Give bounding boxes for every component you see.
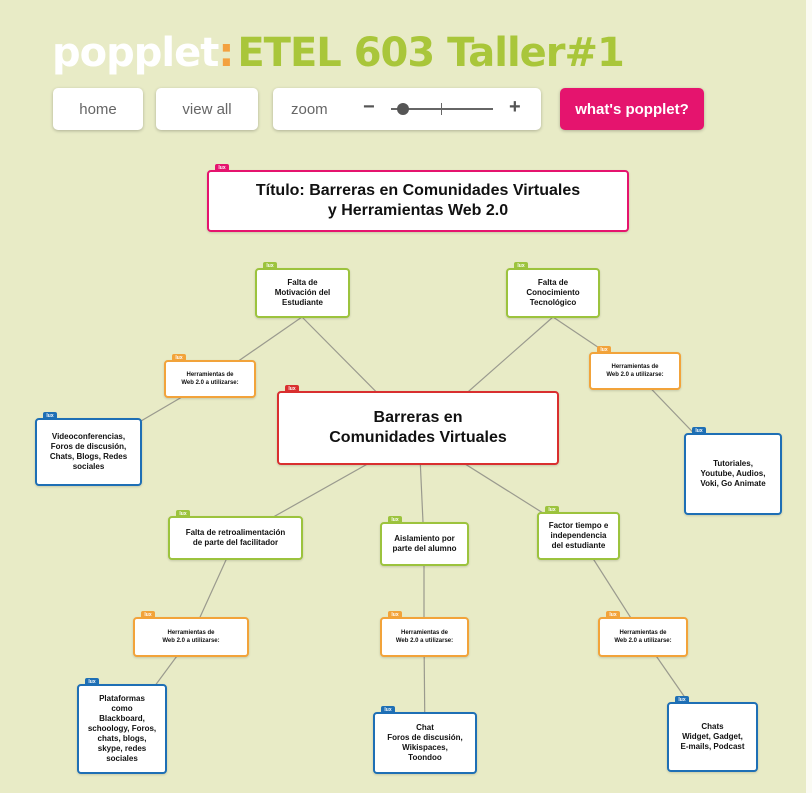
- popple-videoconferencias[interactable]: lux Videoconferencias, Foros de discusió…: [35, 412, 142, 486]
- popple-tag: lux: [176, 510, 190, 518]
- popple-text: Herramientas de Web 2.0 a utilizarse:: [162, 630, 220, 644]
- popple-text: Chats Widget, Gadget, E-mails, Podcast: [680, 722, 745, 751]
- popple-text: Falta de Conocimiento Tecnológico: [526, 278, 580, 307]
- board-title-bar: popplet:ETEL 603 Taller#1: [52, 30, 625, 76]
- popple-herramientas-3[interactable]: lux Herramientas de Web 2.0 a utilizarse…: [133, 611, 249, 657]
- view-all-button[interactable]: view all: [156, 88, 258, 130]
- popple-tag: lux: [172, 354, 186, 362]
- zoom-slider-tick: [441, 103, 442, 115]
- popple-tag: lux: [381, 706, 395, 714]
- popple-text: Videoconferencias, Foros de discusión, C…: [49, 432, 128, 471]
- popple-tag: lux: [388, 611, 402, 619]
- popple-tag: lux: [85, 678, 99, 686]
- popplet-logo[interactable]: popplet: [52, 30, 219, 76]
- popple-tag: lux: [675, 696, 689, 704]
- popple-text: Título: Barreras en Comunidades Virtuale…: [255, 182, 581, 219]
- popple-tag: lux: [514, 262, 528, 270]
- home-button[interactable]: home: [53, 88, 143, 130]
- popple-herramientas-5[interactable]: lux Herramientas de Web 2.0 a utilizarse…: [598, 611, 688, 657]
- popple-tag: lux: [597, 346, 611, 354]
- whats-popplet-button[interactable]: what's popplet?: [560, 88, 704, 130]
- popple-text: Tutoriales, Youtube, Audios, Voki, Go An…: [700, 459, 766, 488]
- title-popple[interactable]: lux Título: Barreras en Comunidades Virt…: [207, 164, 629, 232]
- popple-factor-tiempo[interactable]: lux Factor tiempo e independencia del es…: [537, 506, 620, 560]
- popple-falta-motivacion[interactable]: lux Falta de Motivación del Estudiante: [255, 262, 350, 318]
- popple-tag: lux: [43, 412, 57, 420]
- popple-text: Plataformas como Blackboard, schoology, …: [87, 694, 157, 763]
- popple-text: Aislamiento por parte del alumno: [392, 534, 457, 553]
- logo-colon: :: [218, 30, 234, 76]
- popple-text: Herramientas de Web 2.0 a utilizarse:: [181, 372, 239, 386]
- popple-text: Falta de Motivación del Estudiante: [274, 278, 331, 307]
- popple-chats-widget[interactable]: lux Chats Widget, Gadget, E-mails, Podca…: [667, 696, 758, 772]
- popple-tag: lux: [285, 385, 299, 393]
- zoom-label: zoom: [291, 100, 328, 118]
- popple-tag: lux: [692, 427, 706, 435]
- zoom-slider-track[interactable]: [391, 108, 493, 110]
- popple-text: Herramientas de Web 2.0 a utilizarse:: [614, 630, 672, 644]
- popple-herramientas-4[interactable]: lux Herramientas de Web 2.0 a utilizarse…: [380, 611, 469, 657]
- popple-chat-foros[interactable]: lux Chat Foros de discusión, Wikispaces,…: [373, 706, 477, 774]
- popple-tag: lux: [606, 611, 620, 619]
- popple-tutoriales[interactable]: lux Tutoriales, Youtube, Audios, Voki, G…: [684, 427, 782, 515]
- central-popple[interactable]: lux Barreras en Comunidades Virtuales: [277, 385, 559, 465]
- popple-plataformas[interactable]: lux Plataformas como Blackboard, schoolo…: [77, 678, 167, 774]
- popple-falta-conocimiento[interactable]: lux Falta de Conocimiento Tecnológico: [506, 262, 600, 318]
- popple-text: Barreras en Comunidades Virtuales: [329, 409, 507, 446]
- popple-text: Herramientas de Web 2.0 a utilizarse:: [606, 364, 664, 378]
- popple-tag: lux: [263, 262, 277, 270]
- zoom-out-button[interactable]: −: [363, 96, 375, 118]
- zoom-slider-handle[interactable]: [397, 103, 409, 115]
- popple-text: Herramientas de Web 2.0 a utilizarse:: [395, 630, 454, 644]
- popple-text: Factor tiempo e independencia del estudi…: [548, 521, 609, 550]
- popple-herramientas-2[interactable]: lux Herramientas de Web 2.0 a utilizarse…: [589, 346, 681, 390]
- popple-herramientas-1[interactable]: lux Herramientas de Web 2.0 a utilizarse…: [164, 354, 256, 398]
- popple-tag: lux: [545, 506, 559, 514]
- popple-aislamiento[interactable]: lux Aislamiento por parte del alumno: [380, 516, 469, 566]
- zoom-in-button[interactable]: +: [509, 96, 521, 118]
- popple-tag: lux: [215, 164, 229, 172]
- popple-tag: lux: [141, 611, 155, 619]
- zoom-control: zoom − +: [273, 88, 541, 130]
- popple-text: Falta de retroalimentación de parte del …: [185, 528, 286, 547]
- popple-text: Chat Foros de discusión, Wikispaces, Too…: [387, 723, 463, 762]
- popple-tag: lux: [388, 516, 402, 524]
- board-name: ETEL 603 Taller#1: [237, 30, 625, 76]
- popple-falta-retroalimentacion[interactable]: lux Falta de retroalimentación de parte …: [168, 510, 303, 560]
